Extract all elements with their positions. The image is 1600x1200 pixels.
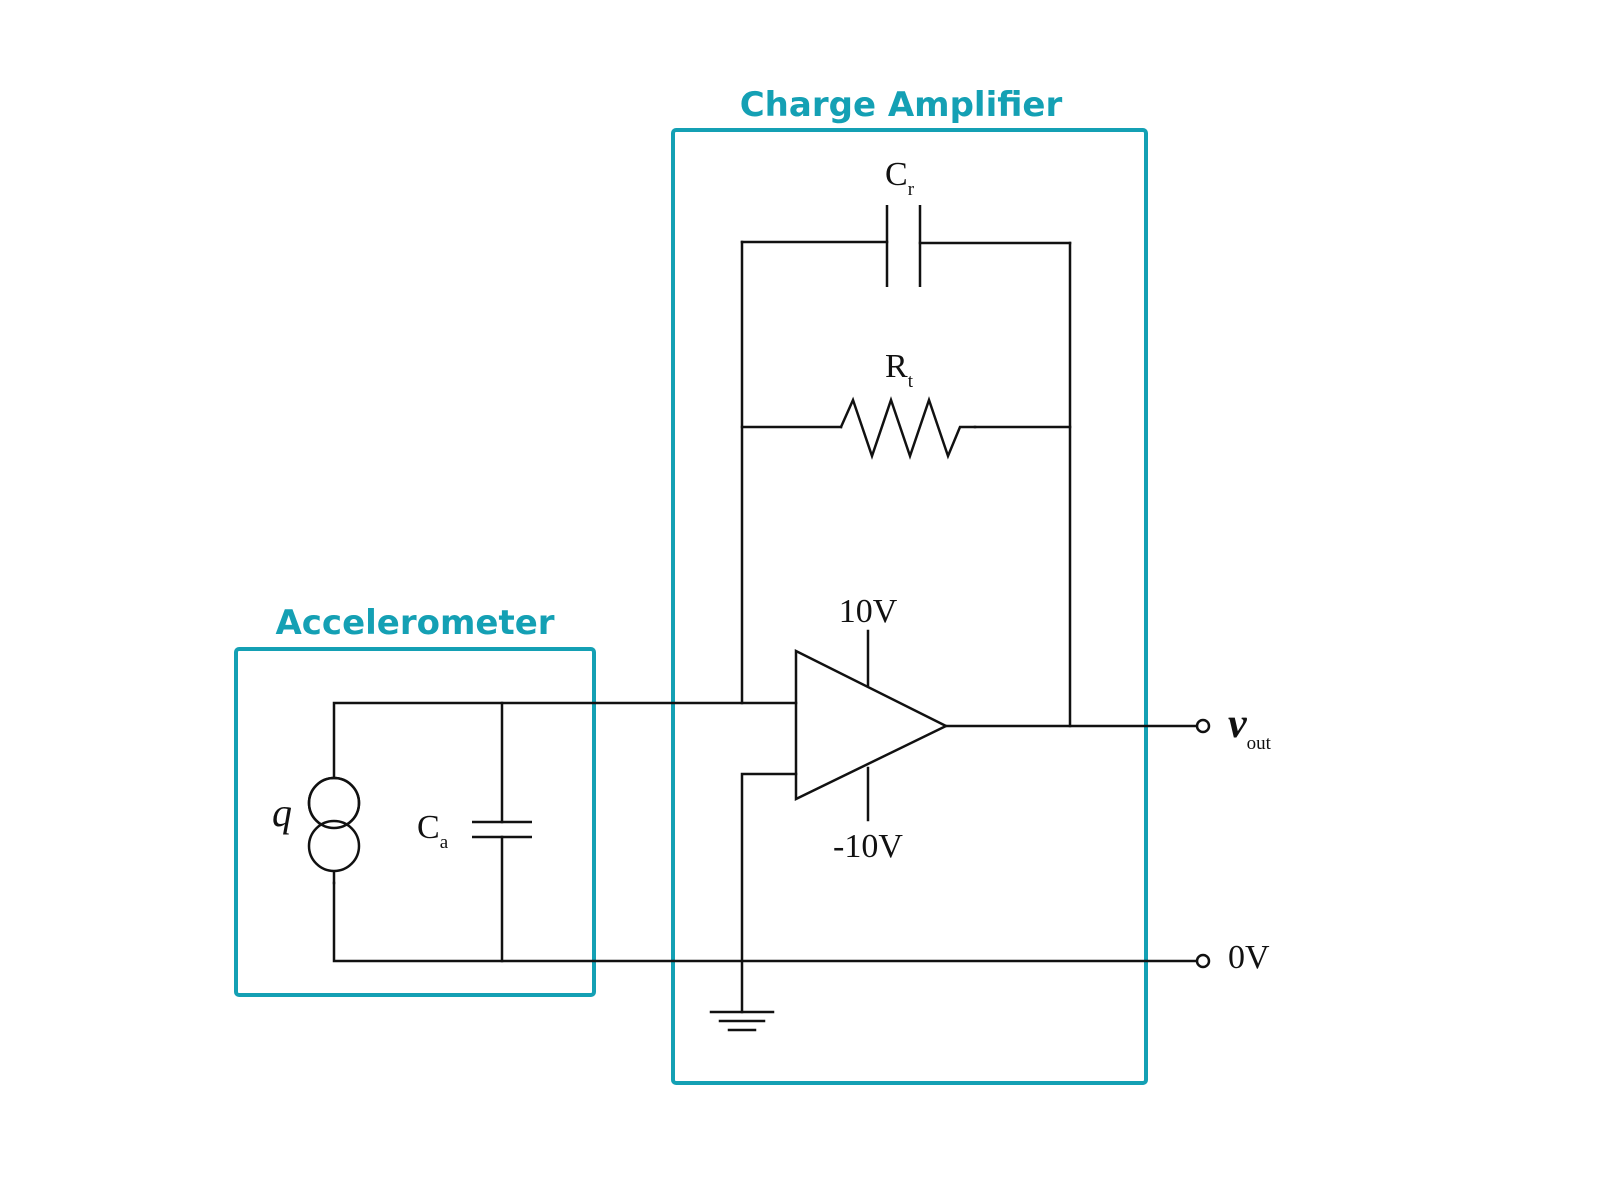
charge-source: q bbox=[272, 776, 361, 873]
op-amp-triangle: 10V -10V bbox=[794, 593, 949, 865]
feedback-resistor-rt: Rt bbox=[839, 348, 977, 460]
charge-amplifier-box: Charge Amplifier bbox=[671, 85, 1148, 1085]
ground-icon bbox=[709, 1010, 775, 1032]
zero-volt-terminal: 0V bbox=[1195, 939, 1270, 976]
feedback-capacitor-cr: Cr bbox=[885, 156, 922, 287]
cr-label: Cr bbox=[885, 156, 915, 200]
ca-label: Ca bbox=[417, 809, 449, 853]
accelerometer-box: Accelerometer bbox=[234, 603, 596, 997]
vout-terminal: vout bbox=[1195, 701, 1272, 754]
negative-supply-label: -10V bbox=[833, 828, 903, 865]
charge-source-label: q bbox=[272, 790, 292, 835]
positive-supply-label: 10V bbox=[839, 593, 898, 630]
zero-volt-label: 0V bbox=[1228, 939, 1270, 976]
accelerometer-capacitor-ca: Ca bbox=[417, 809, 532, 853]
charge-amplifier-title: Charge Amplifier bbox=[740, 85, 1063, 125]
rt-label: Rt bbox=[885, 348, 914, 392]
accelerometer-title: Accelerometer bbox=[275, 603, 554, 643]
vout-label: vout bbox=[1228, 701, 1272, 754]
